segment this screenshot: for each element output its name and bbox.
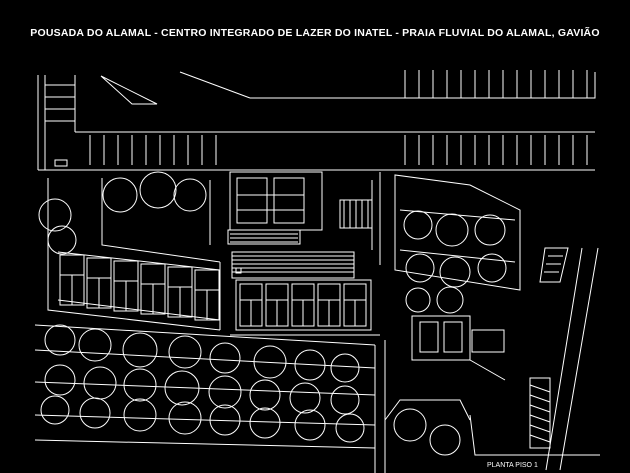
tree-symbol [335, 413, 365, 443]
tree-symbol [47, 225, 77, 255]
right-area [394, 174, 600, 471]
parking-left [45, 84, 75, 122]
tree-symbol [83, 366, 117, 400]
small-sign [54, 159, 68, 167]
tree-symbol [429, 424, 461, 456]
tree-symbol [209, 404, 241, 436]
tree-symbol [123, 398, 157, 432]
tree-symbol [439, 256, 471, 288]
tree-symbol [435, 213, 469, 247]
tree-symbol [477, 253, 507, 283]
tree-symbol [249, 379, 281, 411]
tree-symbol [139, 171, 177, 209]
tree-symbol [44, 324, 76, 356]
tree-symbol [40, 395, 70, 425]
tree-symbol [403, 210, 433, 240]
main-building [227, 171, 381, 336]
tree-symbol [44, 364, 76, 396]
tree-symbol [38, 198, 72, 232]
tree-symbol [289, 382, 321, 414]
tree-symbol [330, 385, 360, 415]
lower-terraces [34, 324, 471, 473]
tree-symbol [294, 409, 326, 441]
left-lodge-block [47, 178, 221, 331]
road-strip [37, 71, 596, 171]
tree-symbol [474, 214, 506, 246]
trees [38, 171, 507, 456]
parking-top [404, 70, 588, 98]
tree-symbol [253, 345, 287, 379]
tree-symbol [164, 370, 200, 406]
tree-symbol [405, 287, 431, 313]
tree-symbol [209, 342, 241, 374]
tree-symbol [294, 349, 326, 381]
tree-symbol [173, 178, 207, 212]
parking-right [404, 135, 588, 165]
tree-symbol [405, 253, 435, 283]
tree-symbol [330, 353, 360, 383]
parking-mid [89, 135, 217, 165]
tree-symbol [78, 328, 112, 362]
tree-symbol [102, 177, 138, 213]
tree-symbol [249, 407, 281, 439]
plan-title: POUSADA DO ALAMAL - CENTRO INTEGRADO DE … [30, 27, 600, 39]
traffic-island [100, 75, 158, 105]
tree-symbol [436, 286, 464, 314]
tree-symbol [122, 332, 158, 368]
tree-symbol [393, 408, 427, 442]
tree-symbol [123, 368, 157, 402]
tree-symbol [79, 397, 111, 429]
corner-label: PLANTA PISO 1 [487, 462, 538, 469]
tree-symbol [208, 375, 242, 409]
tree-symbol [168, 335, 202, 369]
tree-symbol [168, 401, 202, 435]
